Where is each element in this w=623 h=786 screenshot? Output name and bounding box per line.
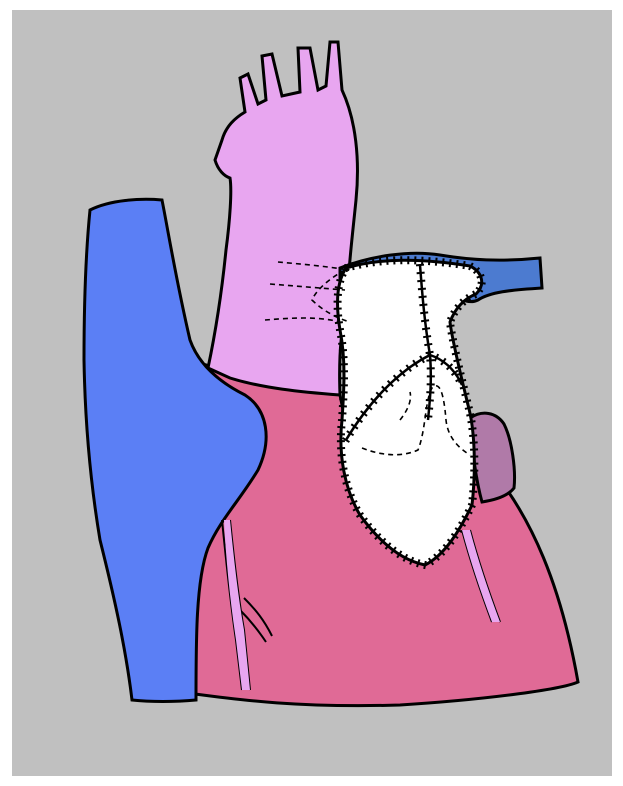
suture-tick bbox=[387, 257, 388, 265]
suture-tick bbox=[450, 259, 451, 267]
suture-tick bbox=[380, 257, 381, 265]
suture-tick bbox=[339, 357, 347, 358]
suture-tick bbox=[419, 297, 427, 298]
suture-tick bbox=[417, 273, 425, 274]
suture-tick bbox=[338, 413, 346, 414]
suture-tick bbox=[469, 435, 477, 436]
suture-tick bbox=[429, 257, 430, 265]
suture-tick bbox=[419, 304, 427, 305]
suture-tick bbox=[340, 468, 348, 469]
suture-tick bbox=[443, 258, 444, 266]
suture-tick bbox=[338, 455, 346, 456]
suture-tick bbox=[417, 281, 425, 282]
suture-tick bbox=[335, 287, 343, 288]
suture-tick bbox=[338, 420, 346, 421]
suture-tick bbox=[416, 265, 424, 266]
suture-tick bbox=[422, 328, 430, 329]
suture-tick bbox=[448, 332, 456, 333]
suture-tick bbox=[366, 259, 367, 267]
suture-tick bbox=[469, 498, 477, 499]
suture-tick bbox=[420, 312, 428, 313]
suture-tick bbox=[468, 428, 476, 429]
suture-tick bbox=[457, 260, 458, 268]
suture-tick bbox=[338, 343, 346, 344]
suture-tick bbox=[447, 325, 455, 326]
suture-tick bbox=[463, 261, 464, 269]
suture-tick bbox=[423, 336, 431, 337]
suture-tick bbox=[336, 329, 344, 330]
suture-tick bbox=[421, 320, 429, 321]
suture-tick bbox=[339, 350, 347, 351]
suture-tick bbox=[426, 400, 434, 401]
suture-tick bbox=[418, 289, 426, 290]
suture-tick bbox=[337, 336, 345, 337]
suture-tick bbox=[337, 427, 345, 428]
suture-tick bbox=[338, 462, 346, 463]
suture-tick bbox=[334, 294, 342, 295]
suture-tick bbox=[424, 344, 432, 345]
suture-tick bbox=[373, 258, 374, 266]
suture-tick bbox=[478, 283, 486, 284]
suture-tick bbox=[469, 491, 477, 492]
suture-tick bbox=[436, 258, 437, 266]
suture-tick bbox=[468, 421, 476, 422]
